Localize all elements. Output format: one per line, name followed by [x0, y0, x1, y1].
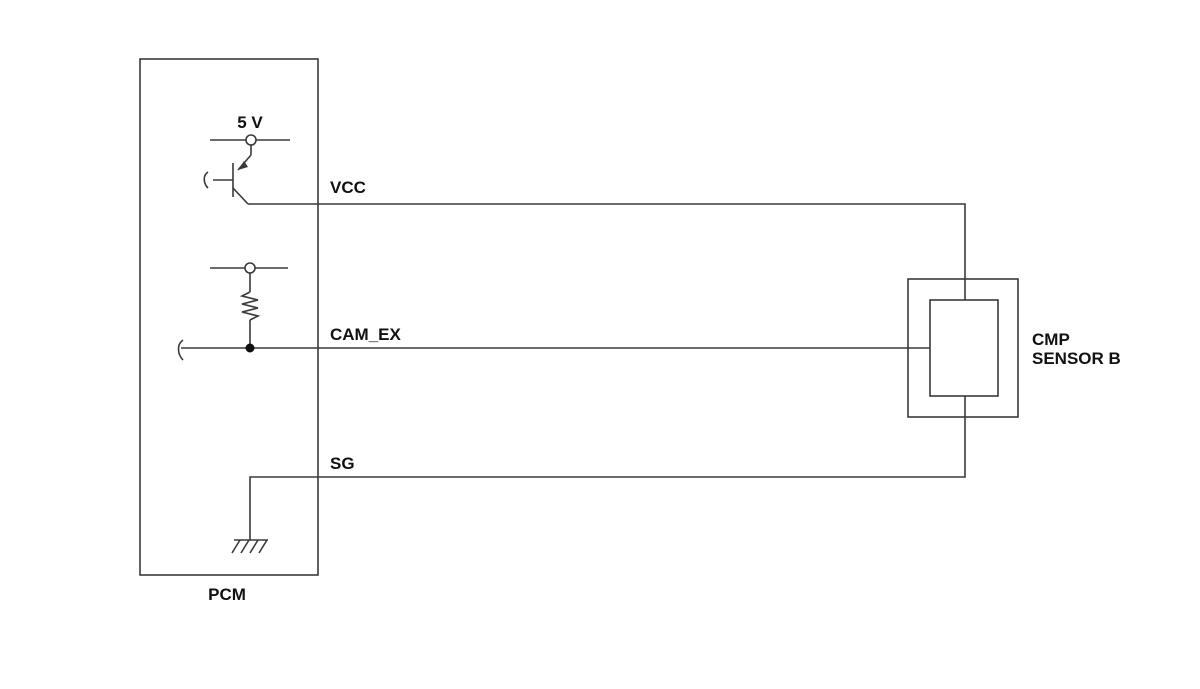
ground-symbol	[231, 539, 268, 554]
supply-label: 5 V	[237, 113, 263, 132]
sensor-inner-box	[929, 299, 999, 397]
pcm-box	[139, 58, 319, 576]
sg-label: SG	[330, 454, 355, 473]
sensor-outer-box	[907, 278, 1019, 418]
cam-ex-wire	[177, 339, 930, 361]
pullup-resistor	[210, 262, 288, 348]
vcc-wire	[248, 203, 966, 300]
cam-ex-label: CAM_EX	[330, 325, 402, 344]
sensor-label-line1: CMP	[1032, 330, 1070, 349]
vcc-label: VCC	[330, 178, 366, 197]
sg-wire	[249, 396, 966, 540]
sensor-label-line2: SENSOR B	[1032, 349, 1121, 368]
transistor-symbol	[203, 134, 290, 205]
pcm-label: PCM	[208, 585, 246, 604]
